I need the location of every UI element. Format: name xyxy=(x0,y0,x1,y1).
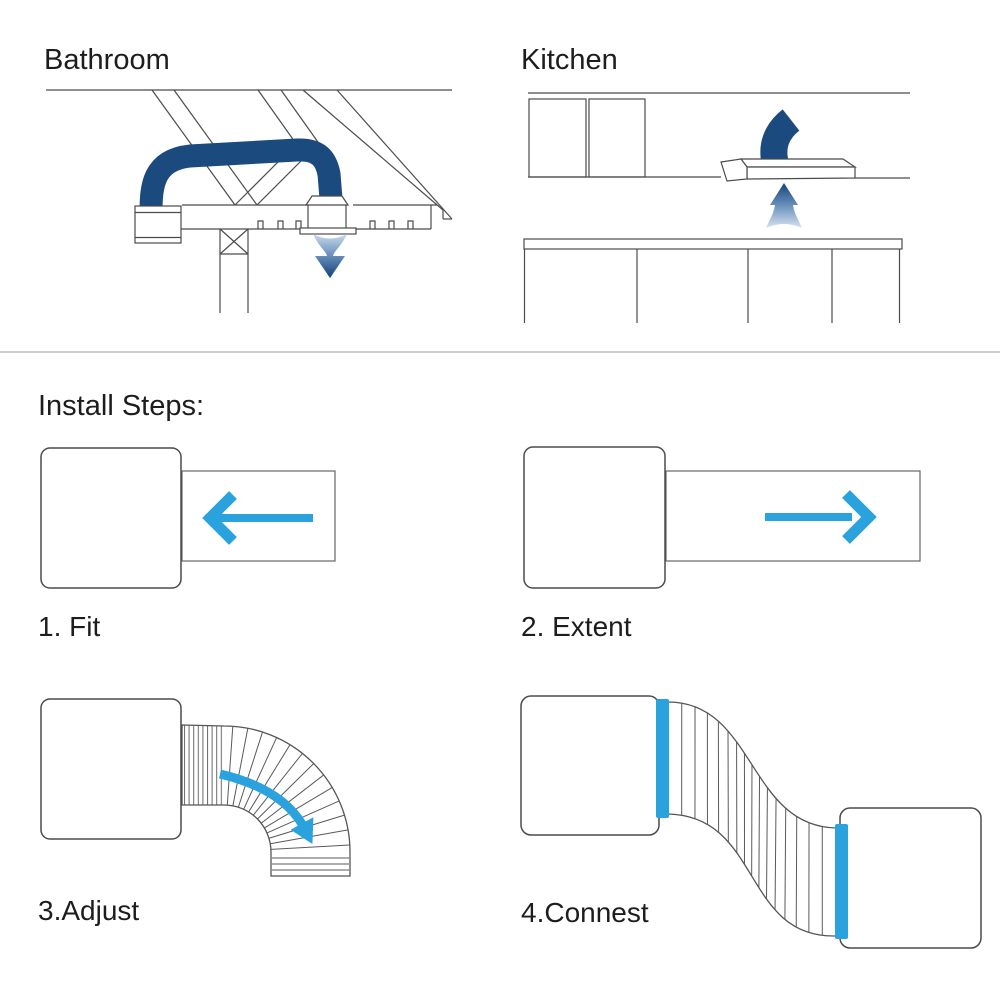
bathroom-title: Bathroom xyxy=(44,44,170,76)
step-4-figure xyxy=(520,695,982,949)
install-steps-illustrations xyxy=(40,446,982,949)
step-1-label: 1. Fit xyxy=(38,611,101,642)
duct-ribs xyxy=(226,726,350,871)
step-3-figure xyxy=(40,698,351,877)
install-steps-heading: Install Steps: xyxy=(38,390,205,422)
arrow-right-icon xyxy=(765,490,877,544)
connector-collar-right xyxy=(835,824,848,939)
upper-cabinets xyxy=(528,98,646,178)
counter xyxy=(523,238,903,323)
airflow-up-arrow-icon xyxy=(766,183,802,228)
step-2-label: 2. Extent xyxy=(521,611,632,642)
airflow-down-arrow-icon xyxy=(313,234,347,278)
step-2-figure xyxy=(523,446,921,589)
kitchen-title: Kitchen xyxy=(521,44,618,76)
vent-unit-box-right xyxy=(839,807,982,949)
wall-stud xyxy=(219,228,249,313)
exhaust-fan-box xyxy=(134,205,182,244)
step-4-label: 4.Connest xyxy=(521,897,649,928)
bathroom-illustration xyxy=(46,89,453,313)
arrow-left-icon xyxy=(202,491,313,545)
duct-segment-extended xyxy=(665,470,921,562)
duct-segment xyxy=(181,470,336,562)
step-1-figure xyxy=(40,447,336,589)
ceiling-vent xyxy=(299,195,357,235)
ceiling-drywall xyxy=(181,204,437,230)
vent-unit-box xyxy=(40,447,182,589)
section-divider xyxy=(0,351,1000,353)
curved-arrow-icon xyxy=(218,769,314,844)
vent-unit-box xyxy=(523,446,666,589)
connector-collar-left xyxy=(656,699,669,818)
bathroom-flex-duct xyxy=(139,138,343,214)
kitchen-illustration xyxy=(523,92,910,323)
duct-ribs xyxy=(681,703,823,936)
step-3-label: 3.Adjust xyxy=(38,895,140,926)
vent-unit-box xyxy=(40,698,182,840)
range-hood xyxy=(720,158,857,182)
vent-unit-box-left xyxy=(520,695,660,836)
